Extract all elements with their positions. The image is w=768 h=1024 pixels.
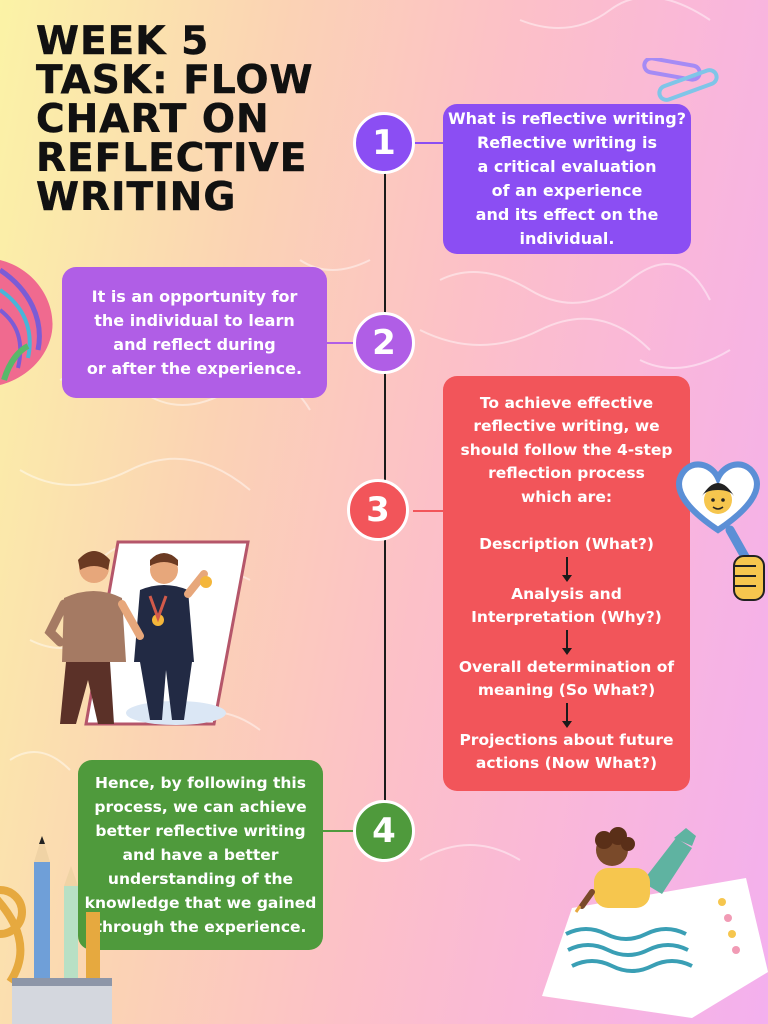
step-1-text: and its effect on the: [475, 205, 659, 224]
step-4-node: 4: [353, 800, 415, 862]
step-4-text: Hence, by following this: [95, 774, 306, 792]
process-step-determination: meaning (So What?): [477, 681, 656, 699]
mirror-illustration: [44, 540, 250, 726]
process-step-projections: Projections about future: [459, 730, 674, 749]
step-3-intro: To achieve effective: [479, 393, 654, 412]
step-2-text: and reflect during: [113, 334, 276, 354]
down-arrow-icon: [561, 702, 572, 729]
process-step-description: Description (What?): [479, 535, 654, 553]
step-3-box: To achieve effective reflective writing,…: [443, 376, 690, 791]
step-4-text: understanding of the: [107, 870, 294, 888]
down-arrow-icon: [561, 629, 572, 656]
connector-3: [413, 510, 445, 512]
step-2-text: the individual to learn: [94, 310, 295, 330]
page-title: WEEK 5 TASK: FLOW CHART ON REFLECTIVE WR…: [36, 19, 356, 220]
step-4-box: Hence, by following this process, we can…: [78, 760, 323, 950]
step-1-text: Reflective writing is: [476, 133, 658, 152]
paperclip-icon: [642, 58, 719, 102]
connector-2: [326, 342, 356, 344]
heart-mirror-icon: [676, 461, 765, 601]
step-3-intro: reflective writing, we: [473, 417, 660, 435]
step-3-intro: which are:: [520, 487, 613, 506]
title-line: REFLECTIVE: [36, 136, 308, 181]
step-2-box: It is an opportunity for the individual …: [62, 267, 327, 398]
pencil-cup-illustration: [0, 836, 112, 1024]
step-1-text: a critical evaluation: [477, 157, 657, 176]
title-line: TASK: FLOW: [36, 58, 314, 103]
step-2-text: or after the experience.: [86, 358, 303, 378]
down-arrow-icon: [561, 556, 572, 583]
feather-icon: [0, 260, 53, 385]
process-step-projections: actions (Now What?): [475, 754, 658, 772]
step-2-node: 2: [353, 312, 415, 374]
title-line: CHART ON: [36, 97, 270, 142]
title-line: WRITING: [36, 175, 237, 220]
connector-4: [322, 830, 356, 832]
step-2-text: It is an opportunity for: [91, 286, 298, 306]
step-1-text: What is reflective writing?: [448, 109, 686, 128]
step-1-node: 1: [353, 112, 415, 174]
process-step-analysis: Interpretation (Why?): [471, 608, 662, 626]
process-step-analysis: Analysis and: [511, 584, 622, 603]
step-3-intro: reflection process: [488, 464, 645, 482]
process-step-determination: Overall determination of: [458, 657, 675, 676]
title-line: WEEK 5: [36, 19, 210, 64]
step-4-text: process, we can achieve: [94, 798, 307, 816]
step-4-text: knowledge that we gained: [84, 894, 317, 912]
step-1-text: of an experience: [491, 181, 643, 200]
kid-writing-illustration: [542, 827, 768, 1018]
step-1-text: individual.: [519, 229, 615, 248]
step-4-text: through the experience.: [94, 918, 307, 936]
step-3-node: 3: [347, 479, 409, 541]
step-4-text: and have a better: [122, 846, 279, 864]
connector-1: [413, 142, 445, 144]
step-3-intro: should follow the 4-step: [460, 440, 673, 459]
step-4-text: better reflective writing: [95, 822, 306, 840]
step-1-box: What is reflective writing? Reflective w…: [443, 104, 691, 254]
